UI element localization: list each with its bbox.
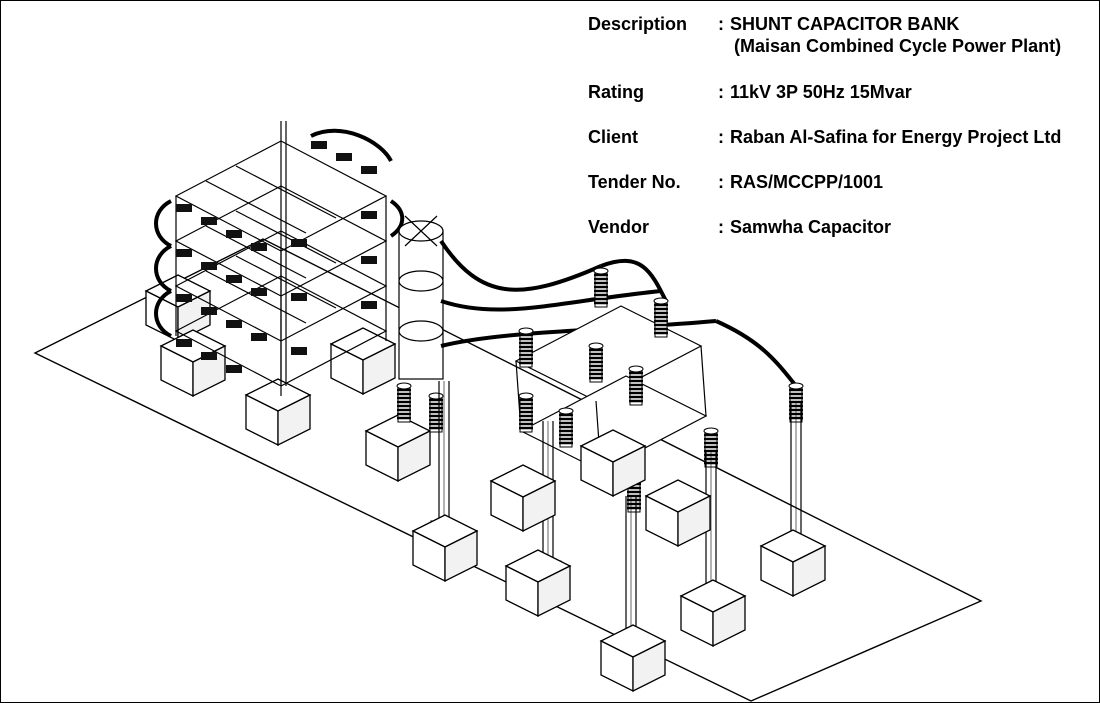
spec-row-description: Description : SHUNT CAPACITOR BANK (Mais… (588, 13, 1098, 57)
rating-separator: : (718, 82, 724, 102)
capacitor-rack (174, 121, 388, 396)
client-separator: : (718, 127, 724, 147)
description-value-2: (Maisan Combined Cycle Power Plant) (734, 36, 1062, 56)
spec-sheet: Description : SHUNT CAPACITOR BANK (Mais… (588, 13, 1098, 261)
spec-row-client: Client : Raban Al-Safina for Energy Proj… (588, 126, 1098, 148)
bus-cables (439, 239, 798, 388)
reactor-coil-stack (398, 215, 444, 380)
capacitor-cables (154, 128, 405, 338)
capacitor-units (176, 141, 377, 373)
spec-row-tender: Tender No. : RAS/MCCPP/1001 (588, 171, 1098, 193)
tender-value: RAS/MCCPP/1001 (730, 172, 884, 192)
vendor-value: Samwha Capacitor (730, 217, 892, 237)
description-separator: : (718, 14, 724, 34)
vendor-separator: : (718, 217, 724, 237)
description-value: SHUNT CAPACITOR BANK (730, 14, 960, 34)
description-value-block: SHUNT CAPACITOR BANK (Maisan Combined Cy… (730, 13, 1061, 57)
spec-row-rating: Rating : 11kV 3P 50Hz 15Mvar (588, 81, 1098, 103)
rating-label: Rating (588, 82, 644, 102)
rating-value: 11kV 3P 50Hz 15Mvar (730, 82, 912, 102)
spec-row-vendor: Vendor : Samwha Capacitor (588, 216, 1098, 238)
description-label: Description (588, 14, 688, 34)
tender-label: Tender No. (588, 172, 681, 192)
vendor-label: Vendor (588, 217, 650, 237)
tender-separator: : (718, 172, 724, 192)
client-label: Client (588, 127, 639, 147)
client-value: Raban Al-Safina for Energy Project Ltd (730, 127, 1062, 147)
